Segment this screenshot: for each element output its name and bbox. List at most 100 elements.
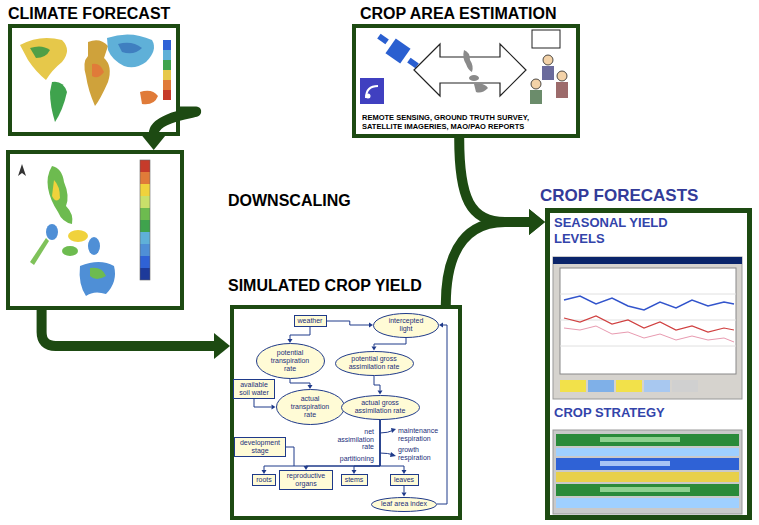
philippines-map-part [140,184,150,196]
flow-arrow [141,111,196,150]
yield-chart-part [560,346,736,347]
state-box: reproductive organs [279,470,333,490]
arrow-head [378,391,383,395]
philippines-map-part [140,160,150,172]
yield-chart [553,257,742,399]
connector-line [327,321,370,325]
node-label: leaf area index [381,500,427,508]
world-map-part [118,43,142,54]
figure-panel: DOWNSCALING [6,150,184,310]
crop-area-illustration-part [474,84,488,93]
world-map-part [92,64,104,78]
arrow-head [439,323,443,328]
philippines-map-part [10,154,180,306]
philippines-map-part [140,208,150,220]
node-label: weather [298,317,323,325]
arrow-head [214,333,230,359]
strategy-table-part [556,498,739,508]
node-label: stems [345,476,364,484]
world-map-part [20,38,67,80]
crop-area-illustration-part [366,86,378,98]
ellipse-shape [256,344,324,379]
connector-line [290,327,310,339]
connector-line [446,222,529,305]
connector-line [290,379,310,385]
world-map-part [163,90,171,100]
philippines-map [10,154,180,306]
philippines-map-part [90,268,106,279]
node-label: leaves [394,476,414,484]
philippines-map-part [68,230,88,242]
panel-text: SEASONAL YIELD LEVELS [554,215,714,246]
flow-connector [374,376,383,395]
crop-area-illustration-part [463,50,472,72]
crop-area-illustration [360,30,568,104]
philippines-map-part [140,220,150,232]
panel-heading: CROP AREA ESTIMATION [360,5,556,23]
world-map [12,28,176,132]
flow-connector [372,338,407,351]
world-map-part [84,40,109,106]
panel-text: CROP STRATEGY [554,405,744,421]
crop-area-illustration-part [360,78,384,104]
strategy-table-part [553,430,742,514]
crop-area-illustration-part [469,75,479,81]
flow-label: growth respiration [398,446,442,461]
state-box: roots [252,474,276,486]
flow-decoration [284,428,396,466]
philippines-map-part [88,237,100,255]
panel-heading: SIMULATED CROP YIELD [228,277,422,295]
state-box: stems [341,474,368,486]
flow-connector [402,486,407,497]
world-map-part [140,91,158,105]
node-label: intercepted light [383,317,429,332]
figure-panel: CROP FORECASTSSEASONAL YIELD LEVELSCROP … [545,208,752,520]
philippines-map-part [140,268,150,280]
crop-area-illustration-part [366,94,371,99]
philippines-map-part [140,172,150,184]
connector-line [404,486,405,493]
arrow-head [402,493,407,497]
ellipse-shape [372,497,437,511]
connector-line [459,138,529,222]
crop-area-illustration-part [377,34,389,45]
crop-area-illustration-part [542,66,554,80]
philippines-map-part [30,238,49,265]
connector-line [254,399,272,407]
ellipse-shape [276,390,344,425]
panel-heading: DOWNSCALING [228,192,351,210]
connector-line [437,325,447,504]
process-ellipse: actual gross assimilation rate [341,395,420,420]
philippines-map-part [140,244,150,256]
figure-panel: SIMULATED CROP YIELDweatherintercepted l… [230,305,462,520]
ellipse-shape [341,395,419,419]
flow-connector [437,323,447,505]
philippines-map-part [62,246,78,256]
arrow-head [308,385,313,389]
flow-connector [304,420,381,471]
process-ellipse: potential gross assimilation rate [335,351,414,376]
crop-area-illustration-part [557,71,567,81]
panel-heading: CLIMATE FORECAST [8,5,170,23]
strategy-table-part [556,458,739,470]
philippines-map-part [48,166,73,224]
crop-area-illustration-part [556,82,568,98]
node-label: potential transpiration rate [266,349,314,372]
flow-decoration-part [391,428,396,433]
process-ellipse: leaf area index [371,497,437,512]
yield-chart-part [672,380,698,392]
yield-chart-part [564,296,734,310]
yield-chart-part [588,380,614,392]
yield-chart-part [616,380,642,392]
connector-line [306,420,380,467]
world-map-part [163,80,171,90]
ellipse-shape [374,313,439,337]
figure-panel: CLIMATE FORECAST [8,24,180,136]
crop-area-illustration-part [543,55,553,65]
crop-area-illustration-part [385,38,410,63]
philippines-map-part [80,262,115,296]
world-map-part [12,28,176,132]
